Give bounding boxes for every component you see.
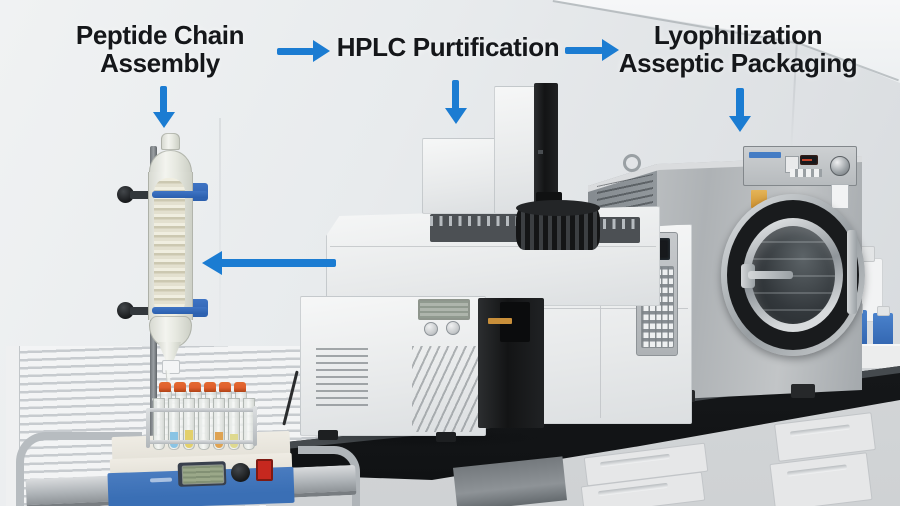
clamp-knob bbox=[117, 302, 134, 319]
step1-label: Peptide Chain Assembly bbox=[40, 21, 280, 77]
tube-cap bbox=[234, 382, 246, 392]
pump-button bbox=[446, 321, 460, 335]
pump-vent bbox=[412, 346, 478, 432]
clamp-knob bbox=[117, 186, 134, 203]
collector-lcd bbox=[181, 464, 225, 485]
arrow-hplc-to-column-head bbox=[202, 251, 222, 275]
rack-rail bbox=[147, 440, 257, 444]
rack-post bbox=[253, 406, 257, 446]
arrow-step3-down-head bbox=[729, 116, 751, 132]
autosampler-tower bbox=[494, 86, 540, 214]
step3-label: Lyophilization Asseptic Packaging bbox=[608, 21, 868, 77]
arrow-step1-to-step2 bbox=[277, 48, 314, 55]
panel-buttons bbox=[790, 169, 822, 177]
rack-rail bbox=[147, 408, 257, 412]
tube-cap bbox=[189, 382, 201, 392]
digital-readout-digits bbox=[802, 159, 812, 161]
lifting-eyelet bbox=[623, 154, 641, 172]
door-hinge-strap bbox=[847, 230, 857, 314]
tube-cap bbox=[204, 382, 216, 392]
carousel-top bbox=[516, 200, 600, 216]
arrow-step2-to-step3 bbox=[565, 47, 603, 54]
pump-button bbox=[424, 322, 438, 336]
vial-row bbox=[584, 219, 640, 229]
step2-line1: HPLC Purtification bbox=[336, 32, 560, 62]
arrow-hplc-to-column bbox=[220, 259, 336, 267]
step1-line2: Assembly bbox=[100, 48, 220, 78]
arrow-step2-down bbox=[452, 80, 459, 110]
door-latch-pin bbox=[748, 271, 793, 279]
machine-foot bbox=[318, 430, 338, 440]
column-coil bbox=[154, 178, 185, 316]
panel-label bbox=[149, 477, 173, 483]
arm-detail bbox=[538, 150, 543, 154]
vial-tray bbox=[430, 214, 520, 242]
tube-cap bbox=[219, 382, 231, 392]
machine-foot bbox=[791, 384, 815, 398]
cart-handle-left bbox=[16, 432, 142, 506]
tube-cap bbox=[174, 382, 186, 392]
clamp-front-jaw bbox=[152, 307, 208, 314]
cart-rail-right bbox=[298, 446, 360, 506]
panel-knob bbox=[830, 156, 850, 176]
vial-row bbox=[430, 216, 520, 226]
arrow-step1-down bbox=[160, 86, 167, 114]
injector-module bbox=[422, 138, 500, 214]
reagent-bottle bbox=[873, 313, 893, 351]
spec-card bbox=[831, 184, 849, 209]
collector-knob bbox=[231, 463, 250, 482]
deck-seam bbox=[330, 246, 656, 247]
tower-panel-seam bbox=[600, 238, 601, 418]
caution-sticker bbox=[488, 318, 512, 324]
arrow-step1-down-head bbox=[153, 112, 175, 128]
step3-line2: Asseptic Packaging bbox=[618, 48, 858, 78]
bottle-cap bbox=[877, 306, 890, 316]
column-cap bbox=[161, 133, 180, 150]
rack-post bbox=[146, 408, 150, 448]
arrow-step1-to-step2-head bbox=[313, 40, 330, 62]
clamp-front-jaw bbox=[152, 191, 208, 198]
clamp-arm bbox=[130, 307, 158, 315]
pump-vent bbox=[316, 344, 368, 406]
arrow-step2-to-step3-head bbox=[602, 39, 619, 61]
brand-logo bbox=[749, 152, 781, 158]
wall-seam bbox=[219, 118, 221, 350]
tube-cap bbox=[159, 382, 171, 392]
step2-label: HPLC Purtification bbox=[325, 33, 571, 61]
step3-line1: Lyophilization bbox=[653, 20, 823, 50]
clamp-arm bbox=[130, 191, 158, 199]
arrow-step3-down bbox=[736, 88, 744, 118]
pump-lcd bbox=[418, 299, 470, 320]
power-switch bbox=[256, 459, 273, 481]
arrow-step2-down-head bbox=[445, 108, 467, 124]
step1-line1: Peptide Chain bbox=[75, 20, 245, 50]
machine-foot bbox=[436, 432, 456, 442]
tower-panel-seam bbox=[543, 308, 688, 309]
tube-liquid-yellow bbox=[185, 430, 193, 448]
